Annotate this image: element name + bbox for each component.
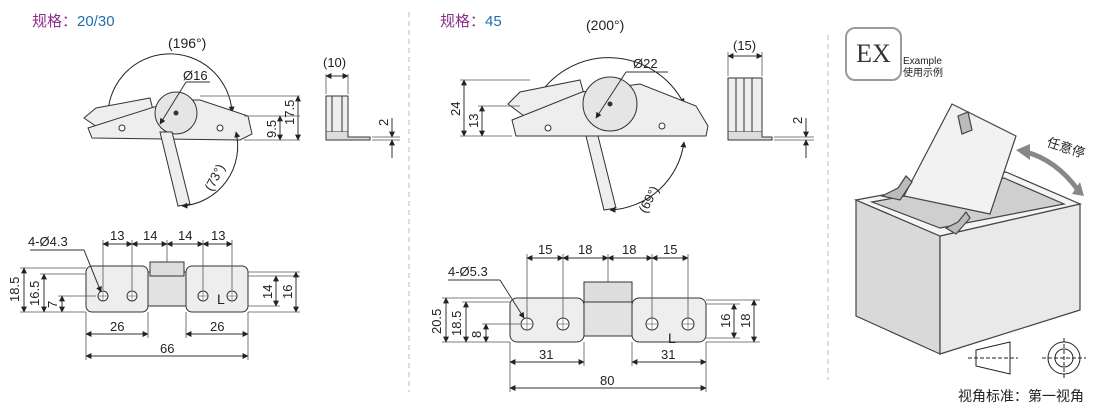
middle-dim-13: 13 [466, 114, 481, 128]
middle-right-dim-18: 18 [738, 314, 753, 328]
left-shaft-dia: Ø16 [183, 68, 208, 83]
middle-shaft-dia: Ø22 [633, 56, 658, 71]
middle-top-dim-3: 18 [622, 242, 636, 257]
example-label-cn: 使用示例 [903, 68, 943, 79]
example-badge: EX [845, 27, 902, 81]
middle-bottom-dim-2: 31 [661, 347, 675, 362]
left-bottom-dim-1: 26 [110, 319, 124, 334]
example-illustration [853, 103, 1084, 355]
view-standard-label: 视角标准：第一视角 [958, 388, 1084, 404]
middle-bottom-dim-1: 31 [539, 347, 553, 362]
left-top-dim-4: 13 [211, 228, 225, 243]
example-label: Example 使用示例 [903, 56, 943, 80]
left-thickness: (10) [323, 55, 346, 70]
left-right-dim-16: 16 [280, 285, 295, 299]
left-side-dim-16-5: 16.5 [27, 281, 42, 306]
left-side-view [83, 53, 301, 209]
middle-side-dim-20-5: 20.5 [429, 309, 444, 334]
middle-open-angle: (200°) [586, 17, 624, 33]
middle-l-mark: L [668, 330, 676, 346]
middle-top-dim-2: 18 [578, 242, 592, 257]
middle-top-dim-4: 15 [663, 242, 677, 257]
left-spec-label: 规格：20/30 [32, 13, 115, 30]
left-l-mark: L [217, 291, 225, 307]
left-stop-angle: (73°) [201, 161, 228, 193]
middle-spec-label: 规格：45 [440, 13, 502, 30]
example-label-en: Example [903, 56, 942, 67]
middle-overall-dim: 80 [600, 373, 614, 388]
middle-hole-callout: 4-Ø5.3 [448, 264, 488, 279]
left-top-dim-1: 13 [110, 228, 124, 243]
middle-dim-24: 24 [448, 102, 463, 116]
left-plate-dim: 2 [376, 119, 391, 126]
middle-side-dim-18-5: 18.5 [449, 311, 464, 336]
middle-top-dim-1: 15 [538, 242, 552, 257]
middle-plate-dim: 2 [790, 117, 805, 124]
middle-end-view [727, 52, 814, 158]
left-plan-view [20, 240, 300, 360]
middle-thickness: (15) [733, 38, 756, 53]
arbitrary-stop-label: 任意停 [1045, 135, 1087, 161]
left-right-dim-14: 14 [260, 285, 275, 299]
left-side-dim-18-5: 18.5 [7, 277, 22, 302]
middle-plan-view [442, 254, 760, 392]
middle-right-dim-16: 16 [718, 314, 733, 328]
left-side-dim-7: 7 [45, 301, 60, 308]
left-bottom-dim-2: 26 [210, 319, 224, 334]
left-dim-9-5: 9.5 [264, 120, 279, 138]
middle-side-view [460, 57, 709, 213]
middle-stop-angle: (69°) [635, 183, 662, 215]
left-end-view [325, 73, 400, 158]
left-top-dim-2: 14 [143, 228, 157, 243]
left-overall-dim: 66 [160, 341, 174, 356]
left-top-dim-3: 14 [178, 228, 192, 243]
left-dim-17-5: 17.5 [282, 100, 297, 125]
first-angle-projection-icon [968, 338, 1086, 378]
middle-side-dim-8: 8 [469, 331, 484, 338]
left-hole-callout: 4-Ø4.3 [28, 234, 68, 249]
left-open-angle: (196°) [168, 35, 206, 51]
